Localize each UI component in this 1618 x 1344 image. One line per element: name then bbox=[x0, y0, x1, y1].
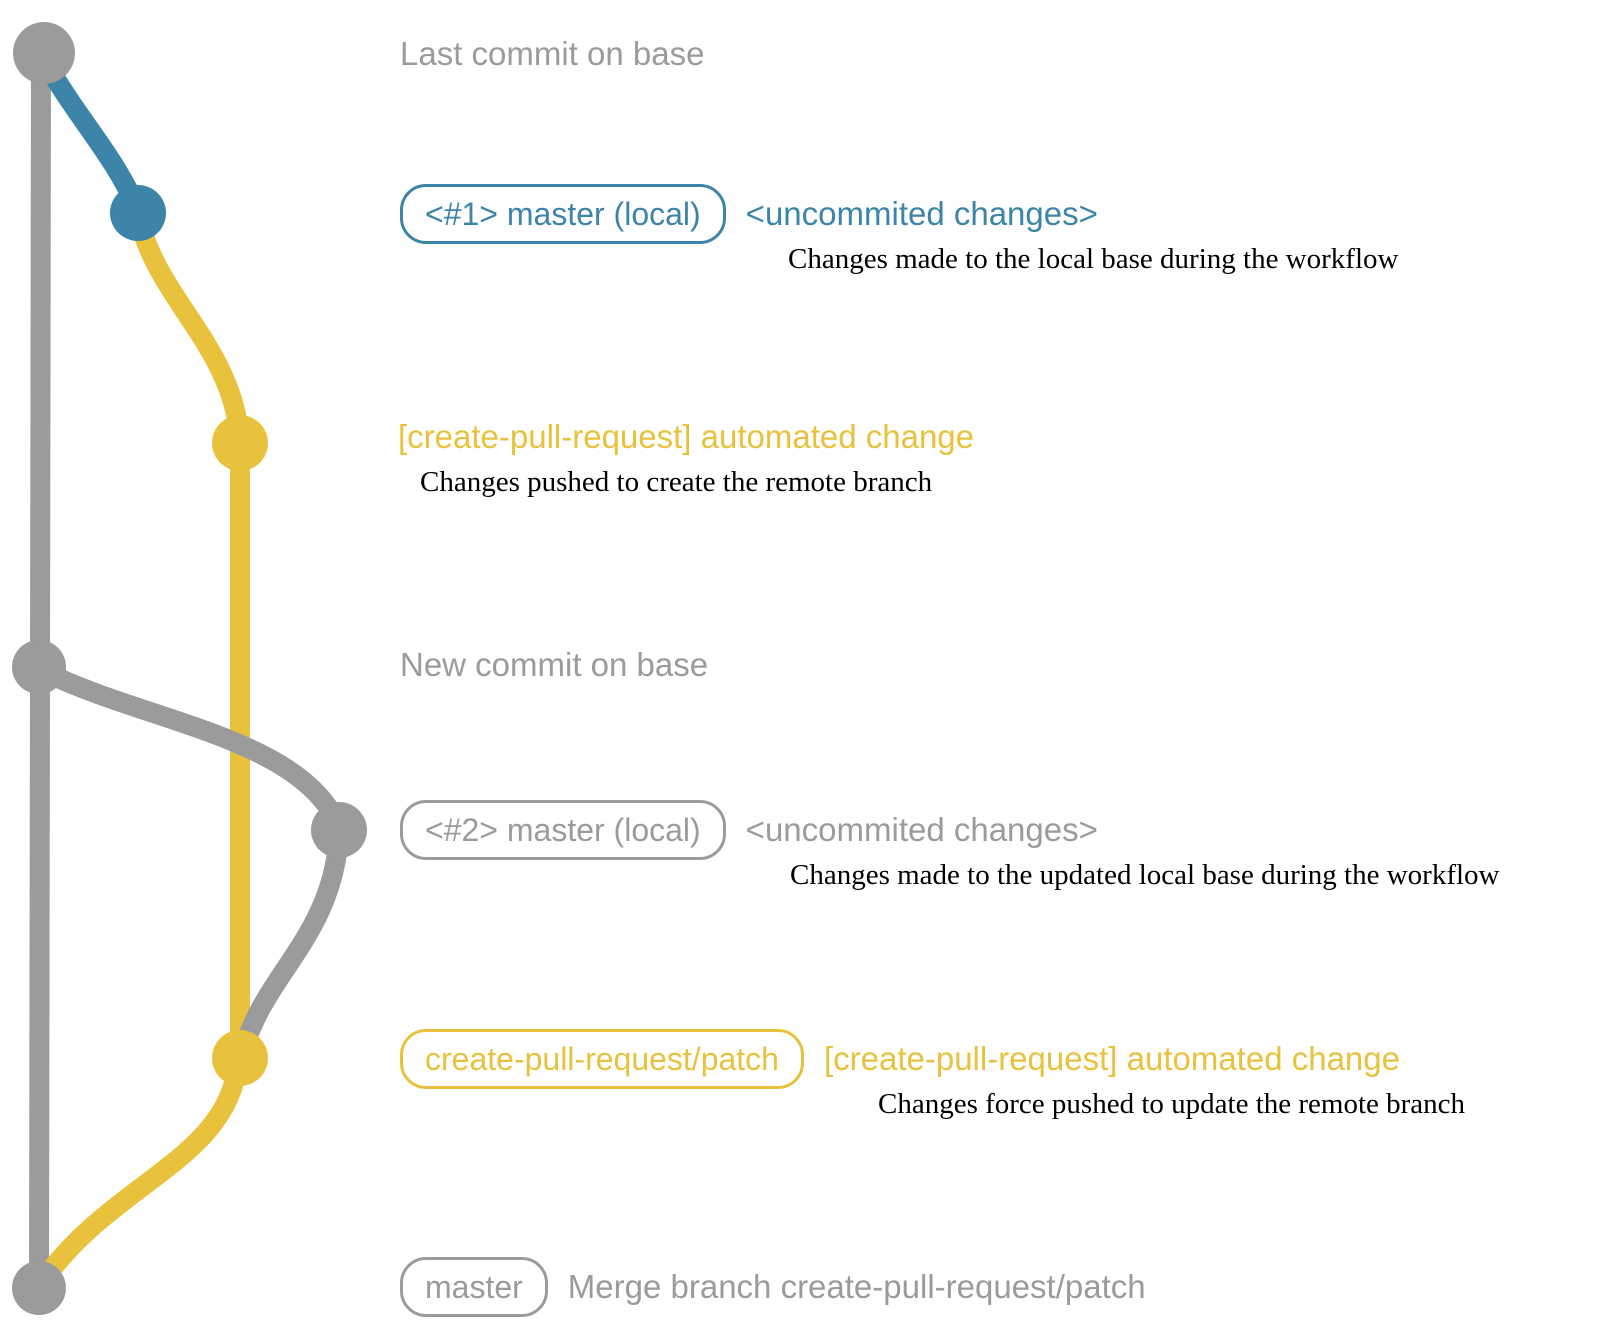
commit-message-automated-2: [create-pull-request] automated change bbox=[823, 1040, 1400, 1077]
commit-dot-automated-1 bbox=[212, 415, 268, 471]
row-patch-branch: create-pull-request/patch [create-pull-r… bbox=[400, 1029, 1400, 1089]
row-master-merge: master Merge branch create-pull-request/… bbox=[400, 1257, 1146, 1317]
commit-dot-last-base bbox=[13, 22, 75, 84]
description-automated-2: Changes force pushed to update the remot… bbox=[878, 1088, 1466, 1120]
patch-branch-curve-top bbox=[129, 209, 250, 450]
uncommitted-changes-tag-2: <uncommited changes> bbox=[745, 811, 1098, 848]
branch-label-patch: create-pull-request/patch bbox=[400, 1029, 804, 1089]
local2-branch-curve-merge bbox=[234, 824, 349, 1058]
patch-branch-merge-curve bbox=[33, 1051, 248, 1291]
git-graph bbox=[12, 22, 367, 1315]
commit-dot-automated-2 bbox=[212, 1030, 268, 1086]
commit-dot-local-1 bbox=[110, 185, 166, 241]
branch-label-master-local-1: <#1> master (local) bbox=[400, 184, 726, 244]
caption-new-commit-on-base: New commit on base bbox=[400, 646, 709, 683]
description-automated-1: Changes pushed to create the remote bran… bbox=[420, 466, 933, 498]
commit-dot-local-2 bbox=[311, 802, 367, 858]
row-master-local-2: <#2> master (local) <uncommited changes> bbox=[400, 800, 1098, 860]
commit-message-automated-1: [create-pull-request] automated change bbox=[398, 418, 975, 455]
description-local-changes-1: Changes made to the local base during th… bbox=[788, 243, 1399, 275]
commit-dot-merge bbox=[12, 1261, 66, 1315]
branch-label-master-local-2: <#2> master (local) bbox=[400, 800, 726, 860]
merge-commit-message: Merge branch create-pull-request/patch bbox=[567, 1268, 1146, 1305]
commit-dot-new-base bbox=[12, 640, 66, 694]
row-master-local-1: <#1> master (local) <uncommited changes> bbox=[400, 184, 1098, 244]
uncommitted-changes-tag-1: <uncommited changes> bbox=[745, 195, 1098, 232]
local-branch-curve bbox=[36, 52, 147, 218]
caption-last-commit-on-base: Last commit on base bbox=[400, 35, 705, 72]
branch-label-master: master bbox=[400, 1257, 548, 1317]
description-local-changes-2: Changes made to the updated local base d… bbox=[790, 859, 1500, 891]
local2-branch-curve-out bbox=[31, 660, 348, 834]
